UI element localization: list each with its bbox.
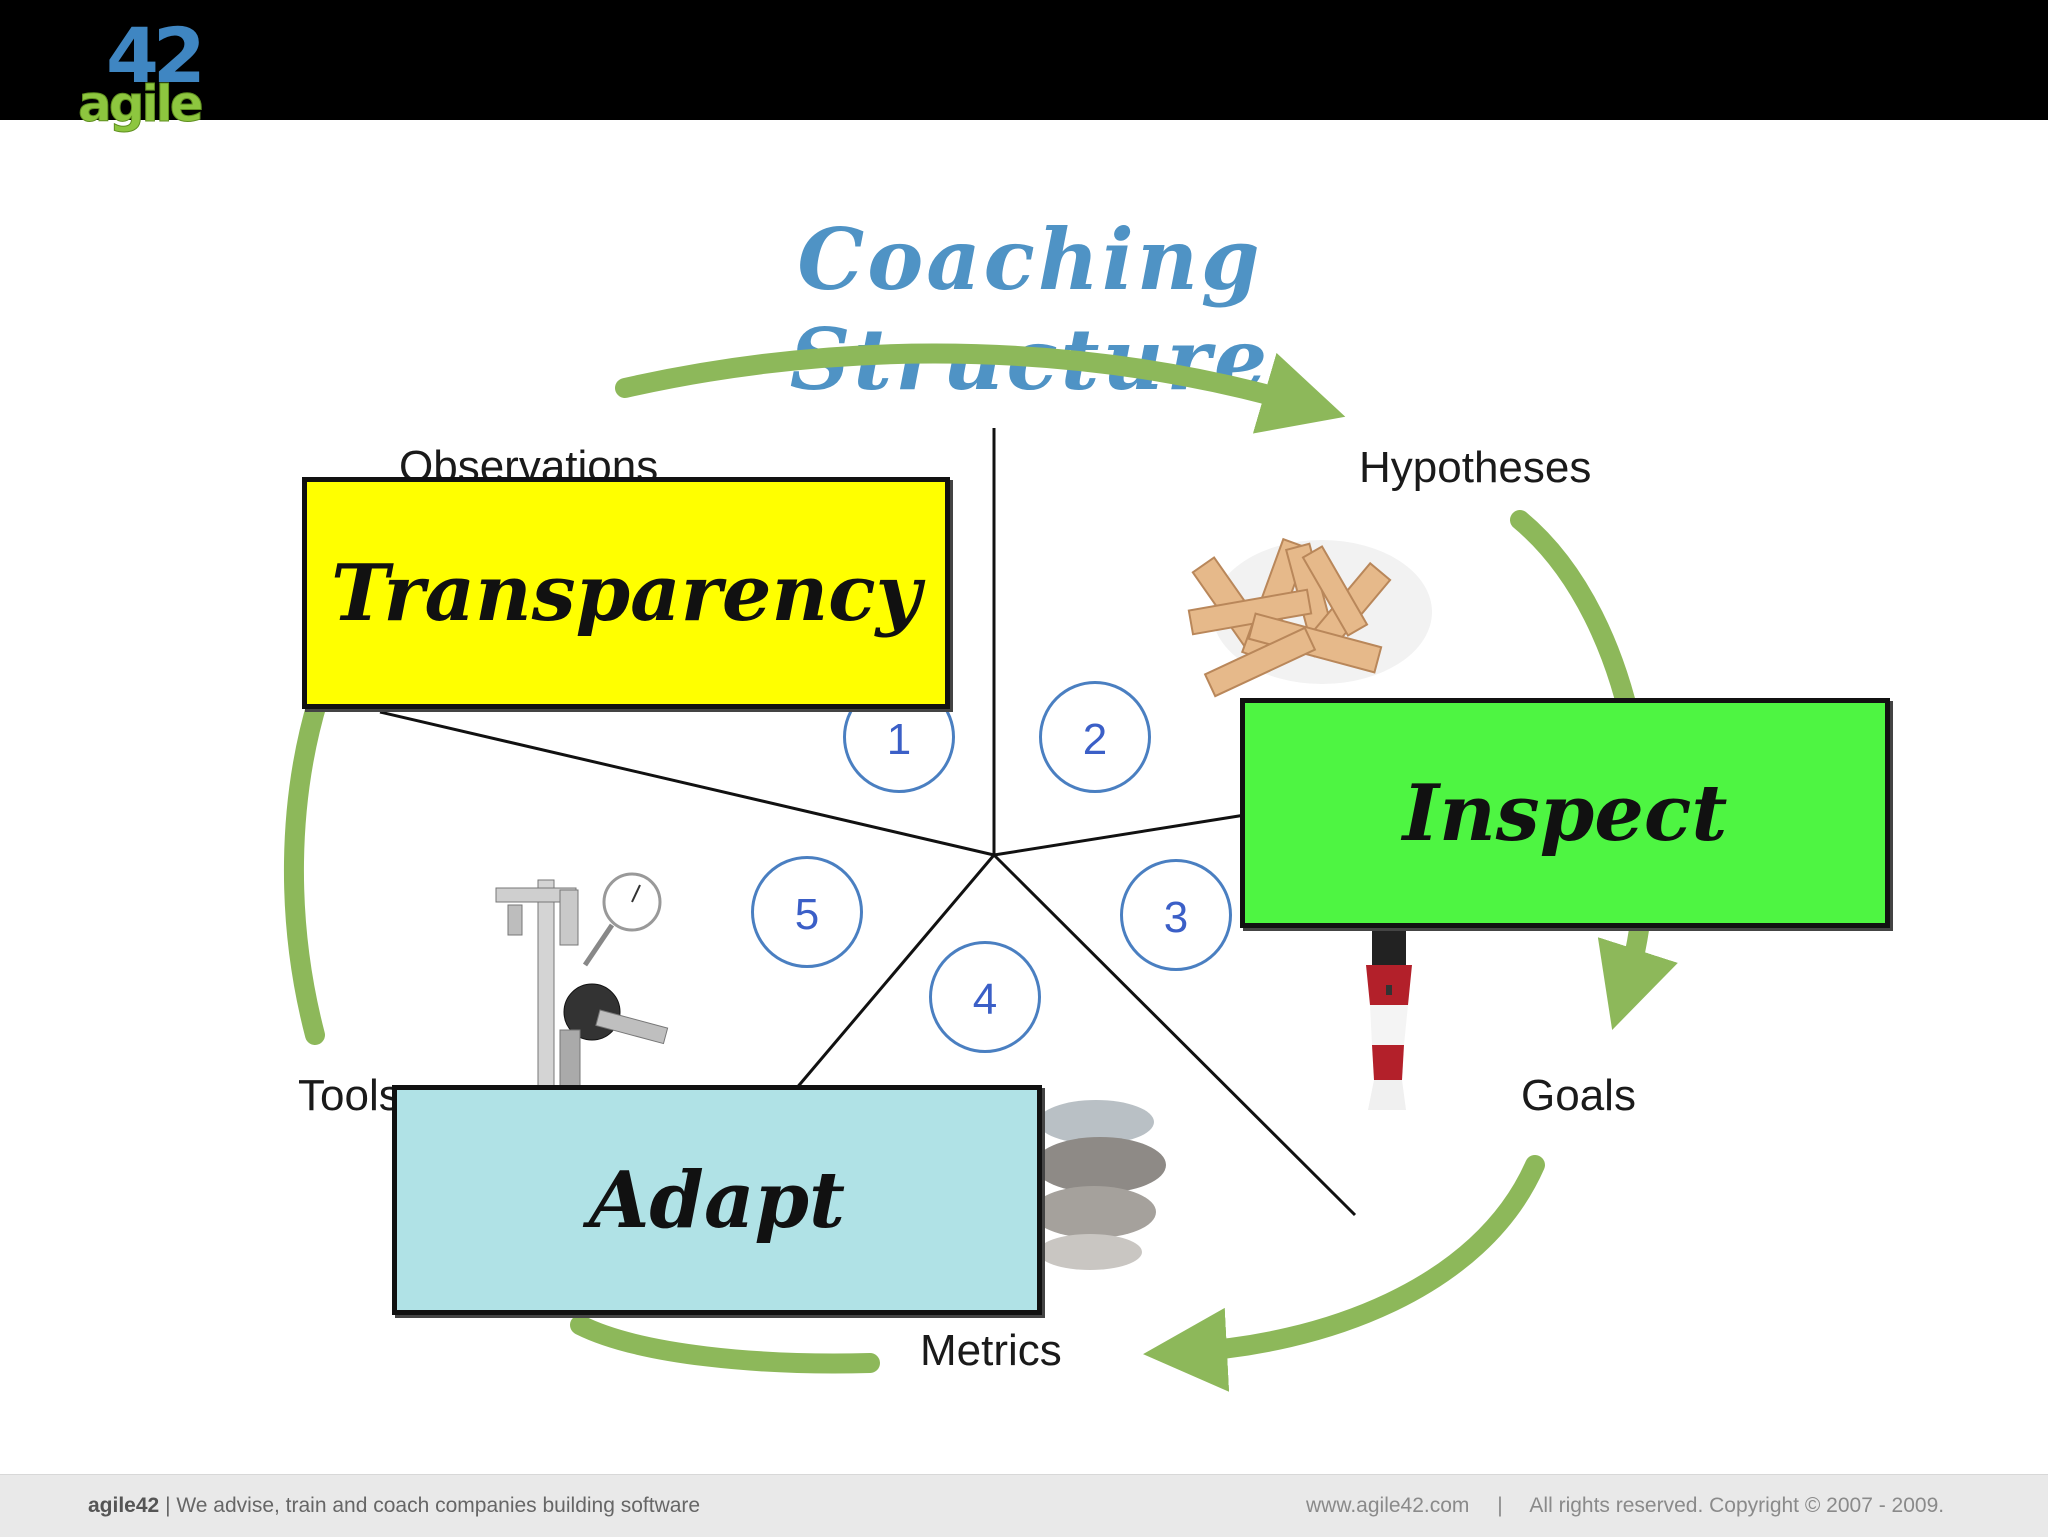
lighthouse-image xyxy=(1366,925,1412,1110)
adapt-box: Adapt xyxy=(392,1085,1042,1315)
label-hypotheses: Hypotheses xyxy=(1359,443,1592,492)
wooden-puzzle-image xyxy=(1187,537,1432,698)
cycle-arrow-left xyxy=(283,690,328,1045)
footer-left: agile42 | We advise, train and coach com… xyxy=(88,1493,700,1519)
cycle-arrow-bottom-left xyxy=(570,1315,880,1374)
inspect-box: Inspect xyxy=(1240,698,1890,928)
adapt-label: Adapt xyxy=(588,1154,846,1246)
logo-number: 42 xyxy=(106,11,206,100)
footer-copyright: All rights reserved. Copyright © 2007 - … xyxy=(1529,1494,1945,1517)
step-circle-5: 5 xyxy=(751,856,863,968)
logo-word: agile xyxy=(78,75,205,134)
stacked-stones-image xyxy=(1032,1100,1166,1270)
step-circle-3: 3 xyxy=(1120,859,1232,971)
footer-brand: agile42 xyxy=(88,1494,160,1517)
agile42-logo[interactable]: 42 agile xyxy=(78,18,218,138)
label-metrics: Metrics xyxy=(920,1326,1062,1375)
footer-tagline: | We advise, train and coach companies b… xyxy=(165,1494,701,1517)
diagram-spokes xyxy=(379,428,1357,1217)
transparency-label: Transparency xyxy=(331,547,921,639)
footer-right: www.agile42.com | All rights reserved. C… xyxy=(1306,1493,1944,1519)
cycle-arrow-top xyxy=(615,343,1346,434)
label-tools: Tools xyxy=(298,1071,401,1120)
caliper-measuring-tools-image xyxy=(495,872,669,1096)
cycle-arrow-bottom xyxy=(1143,1155,1545,1392)
step-circle-2: 2 xyxy=(1039,681,1151,793)
inspect-label: Inspect xyxy=(1402,767,1728,859)
footer-website[interactable]: www.agile42.com xyxy=(1306,1494,1470,1517)
footer-bar: agile42 | We advise, train and coach com… xyxy=(0,1474,2048,1537)
footer-separator: | xyxy=(1497,1494,1503,1517)
label-goals: Goals xyxy=(1521,1071,1636,1120)
transparency-box: Transparency xyxy=(302,477,950,709)
step-circle-4: 4 xyxy=(929,941,1041,1053)
header-bar: 42 agile xyxy=(0,0,2048,134)
